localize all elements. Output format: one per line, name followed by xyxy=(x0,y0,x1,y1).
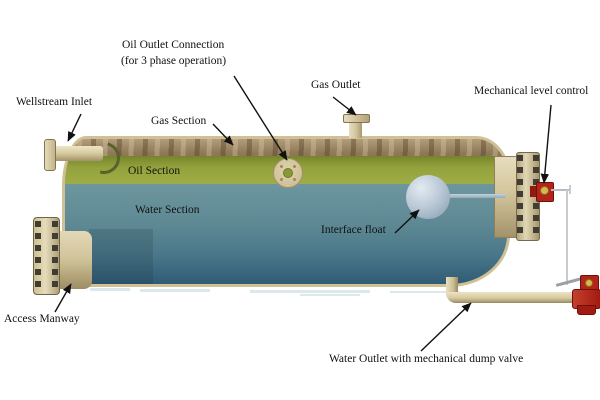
reflection-streak xyxy=(90,288,130,291)
linkage-horizontal xyxy=(551,189,571,191)
interface-float-rod xyxy=(448,194,505,198)
water-outlet-pipe-vertical xyxy=(446,277,458,295)
wellstream-inlet-pipe xyxy=(53,146,103,161)
label-gas-outlet: Gas Outlet xyxy=(311,79,361,91)
dump-valve-pivot xyxy=(585,279,593,287)
label-oil-section: Oil Section xyxy=(128,165,181,177)
label-gas-section: Gas Section xyxy=(151,115,207,127)
label-access-manway: Access Manway xyxy=(4,313,80,325)
dump-valve-bottom xyxy=(577,305,596,315)
manway-bolt-column xyxy=(52,221,58,291)
manway-internal-shadow xyxy=(89,229,153,284)
gas-outlet-nozzle xyxy=(349,119,362,138)
label-oil-outlet-line2: (for 3 phase operation) xyxy=(121,55,227,67)
label-wellstream-inlet: Wellstream Inlet xyxy=(16,96,93,108)
interface-float-ball xyxy=(406,175,450,219)
oil-outlet-bolt-hole xyxy=(280,165,283,168)
oil-outlet-center-hole xyxy=(283,168,293,178)
linkage-vertical xyxy=(566,190,568,285)
linkage-tick xyxy=(569,185,571,194)
label-interface-float: Interface float xyxy=(321,224,386,236)
water-outlet-pipe-horizontal xyxy=(446,292,576,303)
label-water-section: Water Section xyxy=(135,204,200,216)
oil-outlet-bolt-hole xyxy=(280,178,283,181)
access-manway-nozzle xyxy=(56,231,92,289)
level-control-mount xyxy=(530,186,538,197)
reflection-streak xyxy=(250,290,370,293)
manway-bolt-column xyxy=(35,221,41,291)
level-control-pivot xyxy=(540,186,549,195)
label-water-outlet: Water Outlet with mechanical dump valve xyxy=(329,353,524,365)
reflection-streak xyxy=(390,291,460,293)
label-mechanical-level-control: Mechanical level control xyxy=(474,85,589,97)
access-manway-flange xyxy=(33,217,60,295)
wellstream-inlet-flange xyxy=(44,139,56,171)
flange-bolt-column xyxy=(517,155,523,237)
leader-line-water-outlet xyxy=(420,302,472,352)
reflection-streak xyxy=(140,289,210,292)
gas-section-band xyxy=(65,139,507,156)
oil-outlet-flange xyxy=(273,158,303,188)
gas-outlet-flange xyxy=(343,114,370,123)
label-oil-outlet-line1: Oil Outlet Connection xyxy=(122,39,225,51)
reflection-streak xyxy=(300,294,360,296)
oil-outlet-bolt-hole xyxy=(293,165,296,168)
leader-line-level-control xyxy=(540,104,552,184)
leader-line-gas-outlet xyxy=(332,96,357,116)
oil-outlet-bolt-hole xyxy=(293,178,296,181)
